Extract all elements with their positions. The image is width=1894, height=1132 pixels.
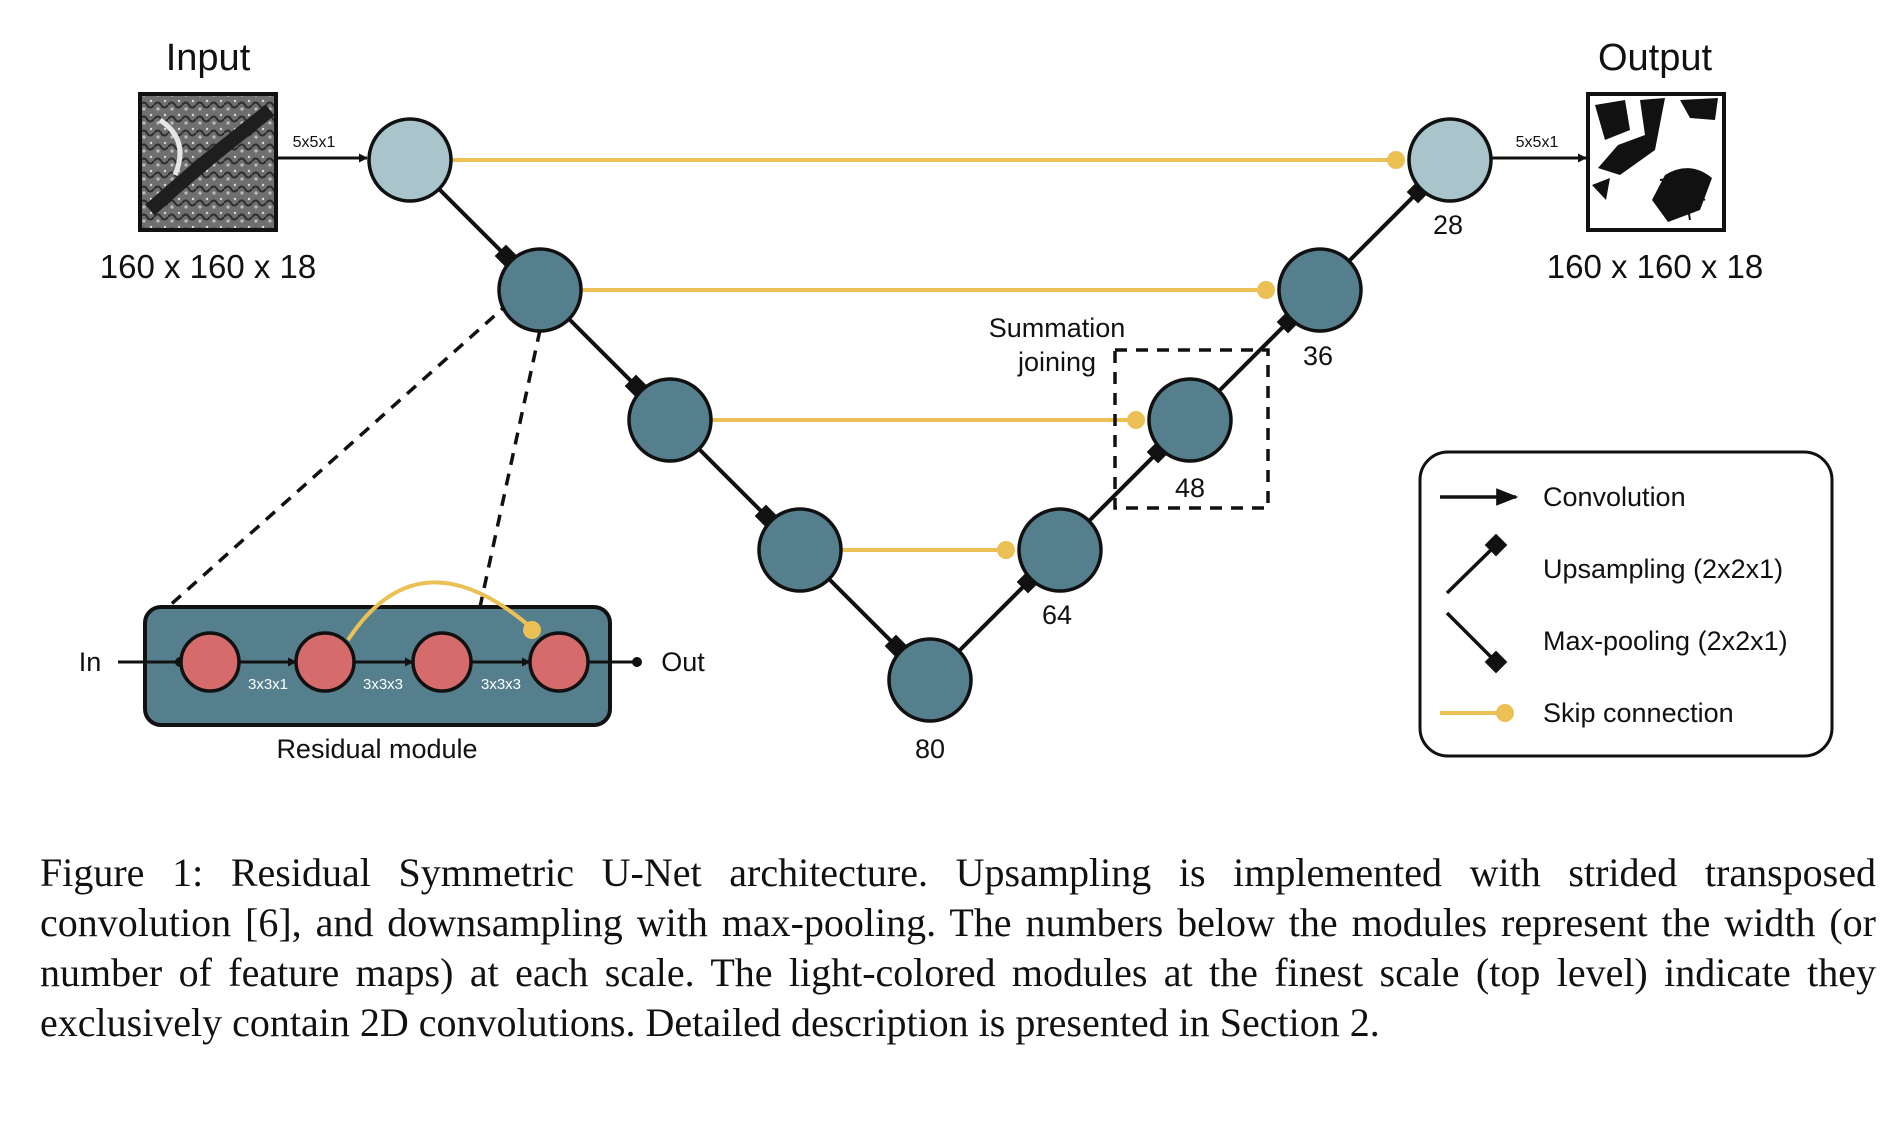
legend-upsampling-label: Upsampling (2x2x1) <box>1543 554 1783 584</box>
summation-joining-box <box>1113 348 1270 510</box>
width-labels: 80 64 48 36 28 <box>915 210 1463 764</box>
residual-conv-node-3 <box>411 631 473 693</box>
encoder-node-level-4 <box>757 507 843 593</box>
residual-module: In Out 3x3x1 3x3x3 3x3x3 Residual module <box>79 580 705 764</box>
residual-skip-arc <box>346 580 536 642</box>
zoom-line-right <box>478 329 542 608</box>
skip-connection-dot-level-2 <box>1257 281 1275 299</box>
residual-skip-dot <box>523 621 541 639</box>
output-image-cells <box>1659 174 1706 221</box>
decoder-node-level-4 <box>1017 507 1103 593</box>
output-image-boundaries <box>1592 98 1718 222</box>
input-conv-label: 5x5x1 <box>293 134 336 151</box>
summation-label-line2: joining <box>1017 347 1096 377</box>
decoder-node-level-1 <box>1407 117 1493 203</box>
skip-connection-dot-level-4 <box>997 541 1015 559</box>
residual-conv-node-1 <box>179 631 241 693</box>
width-label-28: 28 <box>1433 210 1463 240</box>
residual-conv-node-4 <box>528 631 590 693</box>
output-dims: 160 x 160 x 18 <box>1547 248 1764 285</box>
skip-connection-dot-level-3 <box>1127 411 1145 429</box>
input-title: Input <box>166 37 251 79</box>
residual-conv-node-2 <box>294 631 356 693</box>
residual-in-label: In <box>79 647 102 677</box>
legend-maxpooling-label: Max-pooling (2x2x1) <box>1543 626 1788 656</box>
figure-caption: Figure 1: Residual Symmetric U-Net archi… <box>40 850 1876 1045</box>
encoder-node-level-3 <box>627 377 713 463</box>
zoom-line-left <box>166 300 512 609</box>
residual-conv-label-2: 3x3x3 <box>363 676 403 693</box>
residual-module-caption: Residual module <box>276 734 477 764</box>
input-image-structure <box>145 104 275 216</box>
width-label-36: 36 <box>1303 341 1333 371</box>
input-dims: 160 x 160 x 18 <box>100 248 317 285</box>
skip-connections <box>452 151 1405 559</box>
residual-conv-label-1: 3x3x1 <box>248 676 288 693</box>
encoder-node-level-1 <box>367 117 453 203</box>
input-image-highlight <box>158 117 183 176</box>
legend-upsampling-icon <box>1445 543 1498 595</box>
residual-out-dot <box>632 657 642 667</box>
zoom-lines <box>166 300 542 609</box>
output-conv-label: 5x5x1 <box>1516 134 1559 151</box>
legend-box <box>1418 450 1834 758</box>
encoder-node-level-2 <box>497 247 583 333</box>
legend: Convolution Upsampling (2x2x1) Max-pooli… <box>1418 450 1834 758</box>
unet-diagram: Summation joining 80 64 48 36 28 Input 1… <box>79 37 1834 764</box>
legend-skip-dot <box>1496 704 1514 722</box>
output-image-group: Output 160 x 160 x 18 5x5x1 <box>1491 37 1763 285</box>
residual-conv-label-3: 3x3x3 <box>481 676 521 693</box>
legend-convolution-label: Convolution <box>1543 482 1686 512</box>
legend-maxpooling-icon <box>1445 611 1498 664</box>
decoder-node-level-2 <box>1277 247 1363 333</box>
network-nodes <box>367 117 1493 723</box>
skip-connection-dot-level-1 <box>1387 151 1405 169</box>
width-label-80: 80 <box>915 734 945 764</box>
output-title: Output <box>1598 37 1713 79</box>
legend-skip-label: Skip connection <box>1543 698 1734 728</box>
input-image-group: Input 160 x 160 x 18 5x5x1 <box>100 37 368 285</box>
summation-label-line1: Summation <box>989 313 1126 343</box>
residual-out-label: Out <box>661 647 705 677</box>
width-label-64: 64 <box>1042 600 1072 630</box>
decoder-node-level-3 <box>1147 377 1233 463</box>
width-label-48: 48 <box>1175 473 1205 503</box>
bottleneck-node <box>887 637 973 723</box>
